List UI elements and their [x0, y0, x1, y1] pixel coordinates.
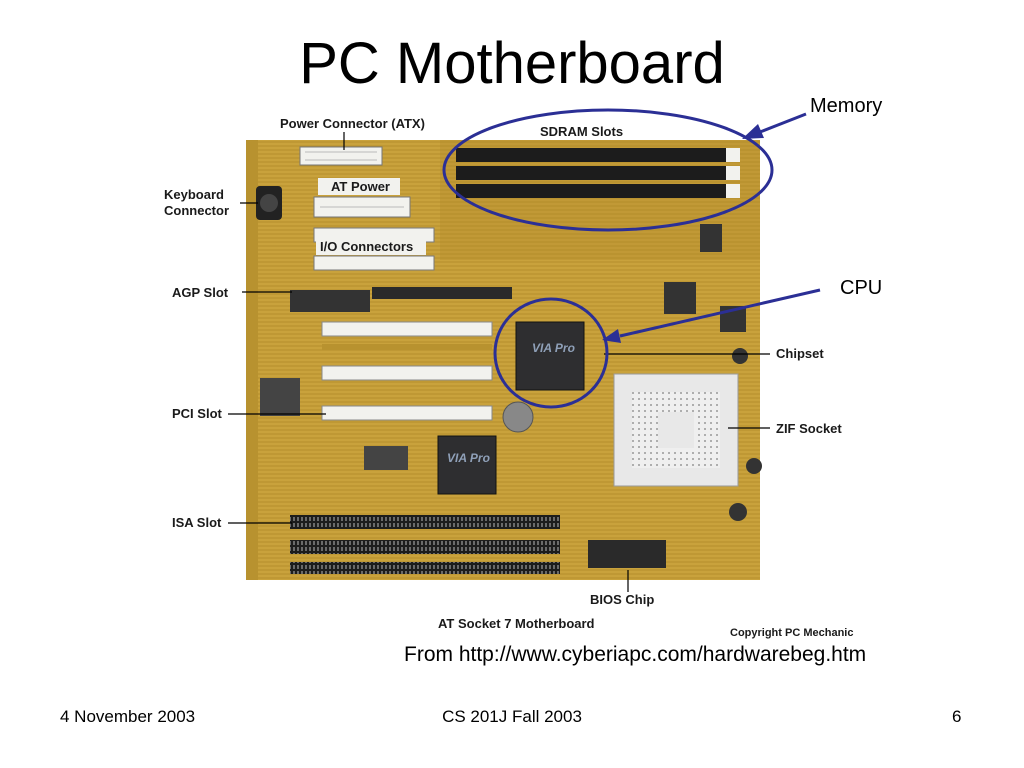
- label-power-connector: Power Connector (ATX): [280, 116, 425, 131]
- support-chips: [260, 224, 762, 521]
- atx-power-connector: [299, 146, 383, 166]
- source-citation: From http://www.cyberiapc.com/hardwarebe…: [404, 643, 867, 666]
- board-label-texts: Power Connector (ATX) SDRAM Slots Keyboa…: [164, 116, 853, 639]
- memory-callout-arrow: [742, 112, 807, 139]
- bios-chip: [588, 540, 666, 568]
- pci-slots: [321, 321, 493, 421]
- footer-page-number: 6: [952, 707, 962, 726]
- cpu-callout-arrow: [602, 288, 821, 343]
- memory-highlight-ellipse: [442, 108, 774, 232]
- label-at-power: AT Power: [331, 179, 390, 194]
- cpu-highlight-ellipse: [493, 297, 609, 409]
- label-isa-slot: ISA Slot: [172, 515, 222, 530]
- label-keyboard-line2: Connector: [164, 203, 229, 218]
- label-board-name: AT Socket 7 Motherboard: [438, 616, 595, 631]
- label-io-connectors: I/O Connectors: [320, 239, 413, 254]
- chip2-marking: VIA Pro: [447, 451, 490, 465]
- sdram-slots: [456, 148, 740, 198]
- label-copyright: Copyright PC Mechanic: [730, 627, 853, 639]
- keyboard-connector: [256, 186, 282, 220]
- chipset-chip-2: VIA Pro: [437, 435, 497, 495]
- label-keyboard-line1: Keyboard: [164, 187, 224, 202]
- label-sdram-slots: SDRAM Slots: [540, 124, 623, 139]
- label-leader-lines: [228, 132, 770, 592]
- at-power-connector: [313, 196, 411, 218]
- label-chipset: Chipset: [776, 346, 824, 361]
- footer-date: 4 November 2003: [60, 707, 196, 726]
- zif-socket: [613, 373, 739, 487]
- label-agp-slot: AGP Slot: [172, 285, 229, 300]
- cpu-chip-marking: VIA Pro: [532, 341, 575, 355]
- agp-slot: [290, 287, 512, 312]
- memory-callout-label: Memory: [810, 95, 883, 117]
- footer-course: CS 201J Fall 2003: [442, 707, 582, 726]
- slide-title: PC Motherboard: [299, 31, 725, 96]
- cpu-callout-label: CPU: [840, 277, 883, 299]
- cpu-chip: VIA Pro: [515, 321, 585, 391]
- label-zif-socket: ZIF Socket: [776, 421, 842, 436]
- label-pci-slot: PCI Slot: [172, 406, 223, 421]
- label-bios-chip: BIOS Chip: [590, 592, 654, 607]
- isa-slots: [290, 515, 560, 574]
